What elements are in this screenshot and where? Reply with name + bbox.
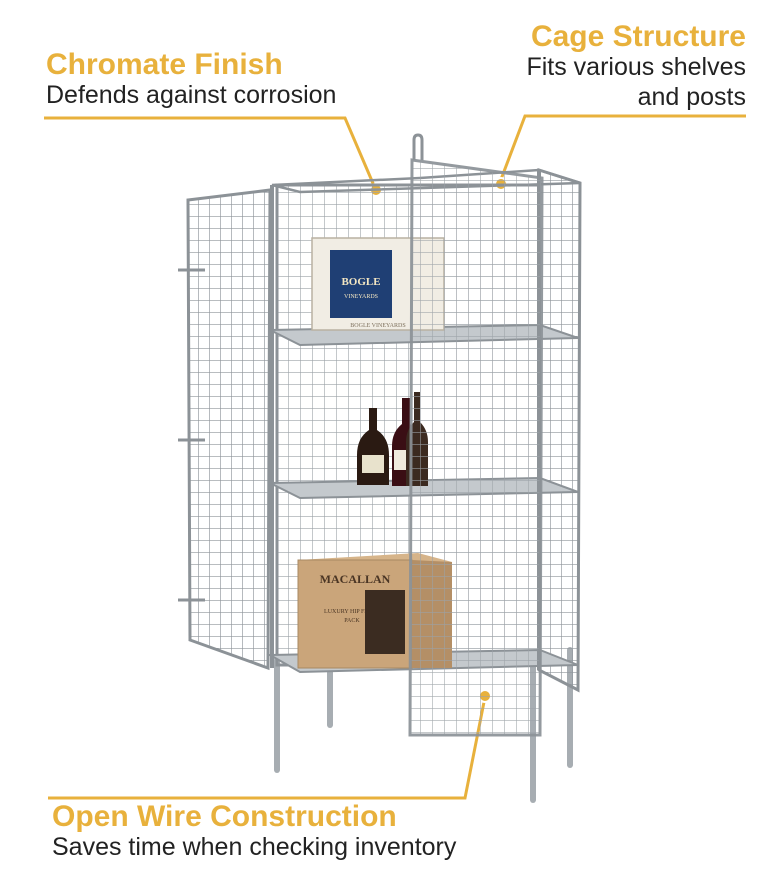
callout-cage-desc-line1: Fits various shelves — [526, 53, 746, 81]
callout-open-wire-title: Open Wire Construction — [52, 800, 397, 833]
callout-cage-structure: Cage Structure Fits various shelves and … — [486, 20, 746, 112]
callout-cage-desc: Fits various shelves and posts — [486, 53, 746, 112]
top-box-brand: BOGLE — [341, 276, 380, 288]
bottom-box-line1: LUXURY HIP FLASK — [324, 609, 381, 615]
callout-cage-desc-line2: and posts — [637, 82, 746, 111]
front-door — [408, 133, 544, 737]
callout-chromate-desc: Defends against corrosion — [46, 81, 337, 109]
bottom-box-brand: MACALLAN — [320, 572, 391, 586]
callout-open-wire-desc: Saves time when checking inventory — [52, 833, 457, 861]
callout-chromate-title: Chromate Finish — [46, 48, 283, 81]
callout-open-wire: Open Wire Construction Saves time when c… — [52, 800, 456, 863]
top-box-sub: VINEYARDS — [344, 294, 378, 300]
bottom-box-line2: PACK — [344, 618, 360, 624]
callout-cage-title: Cage Structure — [530, 20, 746, 53]
callout-chromate-finish: Chromate Finish Defends against corrosio… — [46, 48, 336, 111]
left-door — [178, 188, 272, 671]
top-box-footer: BOGLE VINEYARDS — [350, 323, 405, 329]
